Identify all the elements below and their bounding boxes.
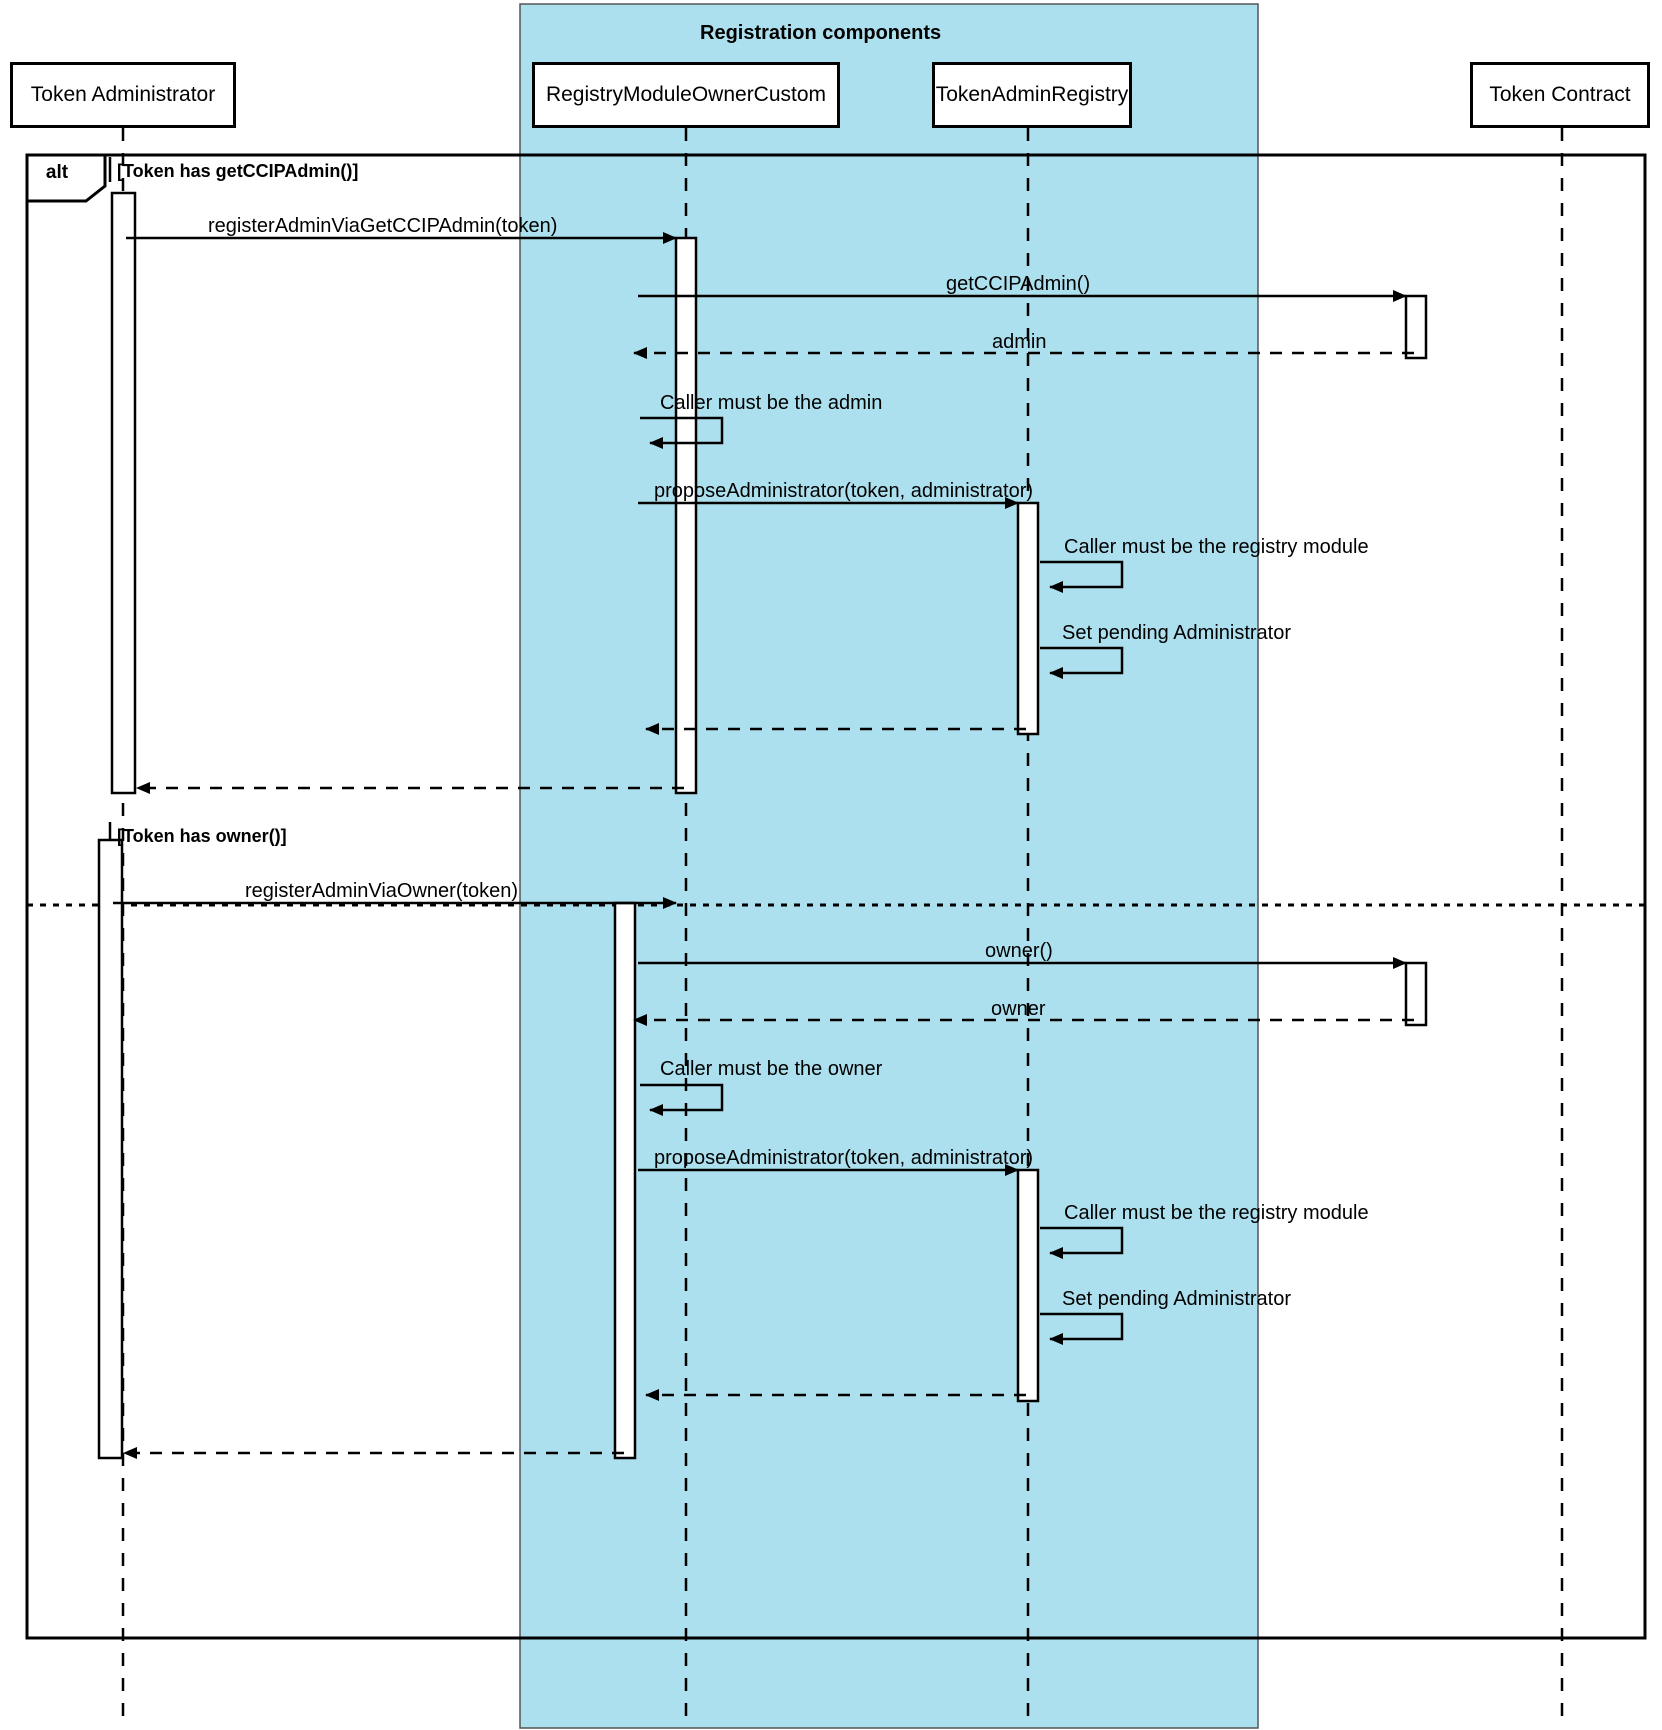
message-label-registerAdminViaGetCCIPAdmin: registerAdminViaGetCCIPAdmin(token) xyxy=(208,215,558,237)
self-message-set-pending-administrator-1 xyxy=(1040,646,1124,679)
group-box-registration-components xyxy=(519,3,1259,1729)
alt-guard-1: [Token has getCCIPAdmin()] xyxy=(117,161,359,181)
message-label-proposeAdministrator-2: proposeAdministrator(token, administrato… xyxy=(654,1147,1034,1169)
alt-fragment-frame xyxy=(25,153,1647,1640)
message-label-caller-must-be-registry-module-1: Caller must be the registry module xyxy=(1064,536,1369,558)
message-label-set-pending-administrator-1: Set pending Administrator xyxy=(1062,622,1292,644)
participant-label-token-contract: Token Contract xyxy=(1489,83,1631,106)
message-label-caller-must-be-owner: Caller must be the owner xyxy=(660,1058,883,1080)
activation-token-2 xyxy=(1404,961,1428,1027)
activation-tar-1 xyxy=(1016,501,1040,736)
self-message-caller-must-be-admin xyxy=(640,416,724,449)
participant-label-token-administrator: Token Administrator xyxy=(30,83,216,106)
alt-operator-tag xyxy=(25,153,107,203)
participant-box-token-administrator[interactable]: Token Administrator xyxy=(10,62,236,128)
activation-registry-1 xyxy=(674,236,698,795)
activation-registry-2 xyxy=(613,901,637,1460)
message-label-getCCIPAdmin: getCCIPAdmin() xyxy=(946,273,1091,295)
message-label-proposeAdministrator-1: proposeAdministrator(token, administrato… xyxy=(654,480,1034,502)
activation-token-1 xyxy=(1404,294,1428,360)
message-label-set-pending-administrator-2: Set pending Administrator xyxy=(1062,1288,1292,1310)
group-title-registration-components: Registration components xyxy=(700,22,942,44)
message-label-admin-return: admin xyxy=(992,331,1047,353)
message-label-caller-must-be-registry-module-2: Caller must be the registry module xyxy=(1064,1202,1369,1224)
alt-guard-2: [Token has owner()] xyxy=(117,826,287,846)
participant-box-registry-module-owner-custom[interactable]: RegistryModuleOwnerCustom xyxy=(532,62,840,128)
activation-tar-2 xyxy=(1016,1168,1040,1403)
participant-box-token-admin-registry[interactable]: TokenAdminRegistry xyxy=(932,62,1132,128)
message-label-owner-return: owner xyxy=(991,998,1046,1020)
alt-operator-label: alt xyxy=(45,162,69,183)
self-message-caller-must-be-registry-module-2 xyxy=(1040,1226,1124,1259)
activation-admin-2 xyxy=(97,838,124,1460)
activation-admin-1 xyxy=(110,191,137,795)
participant-box-token-contract[interactable]: Token Contract xyxy=(1470,62,1650,128)
message-label-registerAdminViaOwner: registerAdminViaOwner(token) xyxy=(245,880,519,902)
message-label-caller-must-be-admin: Caller must be the admin xyxy=(660,392,883,414)
message-label-owner-call: owner() xyxy=(985,940,1053,962)
participant-label-registry-module-owner-custom: RegistryModuleOwnerCustom xyxy=(545,83,827,106)
self-message-caller-must-be-owner xyxy=(640,1083,724,1116)
self-message-caller-must-be-registry-module-1 xyxy=(1040,560,1124,593)
participant-label-token-admin-registry: TokenAdminRegistry xyxy=(935,83,1129,106)
self-message-set-pending-administrator-2 xyxy=(1040,1312,1124,1345)
